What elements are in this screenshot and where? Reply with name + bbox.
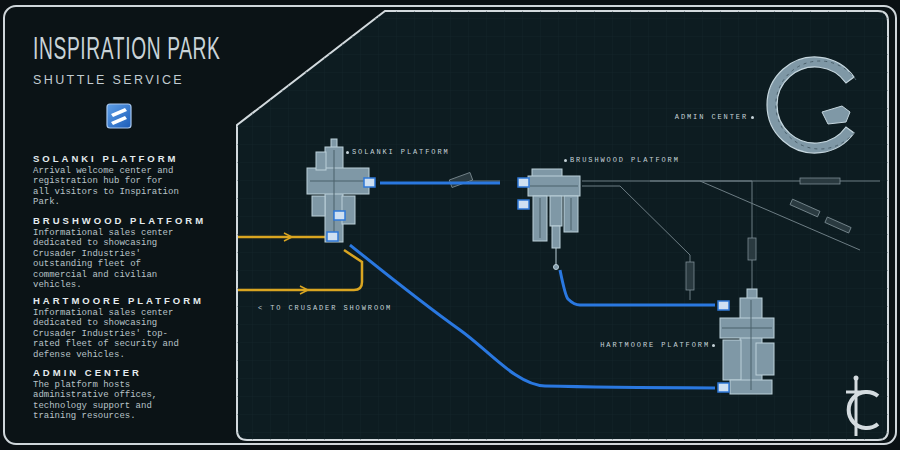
map-panel (237, 11, 888, 440)
art-shape (686, 262, 694, 290)
platform-node: SOLANKI PLATFORM (305, 160, 380, 245)
section-text: Informational sales center dedicated to … (33, 308, 183, 360)
art-shape (300, 286, 308, 294)
shuttle-route (350, 245, 715, 388)
art-shape (554, 265, 559, 270)
art-shape (107, 104, 131, 128)
art-shape (846, 391, 868, 394)
art-shape (756, 343, 774, 375)
docking-pods (449, 172, 851, 290)
art-shape (238, 236, 326, 239)
direction-label: < TO CRUSADER SHOWROOM (258, 305, 392, 312)
art-shape (310, 150, 366, 240)
art-shape (556, 248, 557, 265)
platform-node: BRUSHWOOD PLATFORM (500, 170, 582, 270)
section-heading: SOLANKI PLATFORM (33, 154, 178, 164)
art-shape (723, 340, 741, 380)
art-shape (800, 178, 840, 184)
service-lines (470, 181, 880, 300)
art-shape (284, 233, 292, 241)
platform-node: ADMIN CENTER (760, 55, 865, 155)
art-shape (825, 217, 851, 233)
art-shape (722, 300, 772, 390)
shuttle-route (560, 270, 715, 305)
map-grid (237, 11, 888, 440)
art-shape (776, 61, 856, 149)
art-shape (854, 376, 859, 381)
section-heading: ADMIN CENTER (33, 368, 142, 378)
brushwood-structure (528, 169, 580, 270)
label-bullet (712, 344, 715, 347)
art-shape (550, 196, 562, 226)
platform-label: HARTMOORE PLATFORM (600, 342, 710, 349)
art-shape (582, 181, 752, 290)
art-shape (855, 380, 858, 436)
shuttle-route (380, 182, 500, 185)
art-shape (552, 226, 560, 248)
art-shape (111, 108, 127, 125)
platform-label: SOLANKI PLATFORM (352, 149, 450, 156)
art-shape (582, 186, 690, 300)
art-shape (718, 383, 729, 392)
art-shape (518, 200, 529, 209)
art-shape (470, 181, 500, 182)
label-bullet (564, 159, 567, 162)
station-icons (327, 178, 729, 392)
section-text: The platform hosts administrative office… (33, 380, 183, 422)
art-shape (767, 57, 854, 153)
app-icon (107, 104, 131, 128)
art-shape (327, 232, 338, 241)
art-shape (790, 199, 820, 217)
art-shape (364, 178, 375, 187)
art-shape (748, 238, 756, 260)
platform-node: HARTMOORE PLATFORM (715, 295, 778, 398)
page-subtitle: SHUTTLE SERVICE (33, 74, 184, 87)
art-shape (316, 152, 326, 170)
art-shape (518, 178, 529, 187)
section-heading: BRUSHWOOD PLATFORM (33, 216, 206, 226)
label-bullet (751, 116, 754, 119)
platform-label: BRUSHWOOD PLATFORM (570, 157, 680, 164)
platform-label: ADMIN CENTER (675, 114, 748, 121)
art-shape (238, 250, 362, 290)
crusader-logo (846, 376, 878, 437)
label-bullet (346, 151, 349, 154)
art-shape (822, 106, 850, 124)
art-shape (312, 196, 325, 216)
outer-frame (4, 6, 896, 444)
art-shape (718, 301, 729, 310)
section-text: Arrival welcome center and registration … (33, 166, 183, 208)
art-shape (334, 211, 345, 220)
art-shape (530, 186, 578, 238)
art-shape (449, 172, 472, 187)
art-shape (849, 392, 878, 428)
admin-ring (767, 57, 856, 153)
art-shape (700, 181, 880, 182)
section-heading: HARTMOORE PLATFORM (33, 296, 204, 306)
section-text: Informational sales center dedicated to … (33, 228, 183, 290)
page-title: INSPIRATION PARK (33, 33, 221, 64)
